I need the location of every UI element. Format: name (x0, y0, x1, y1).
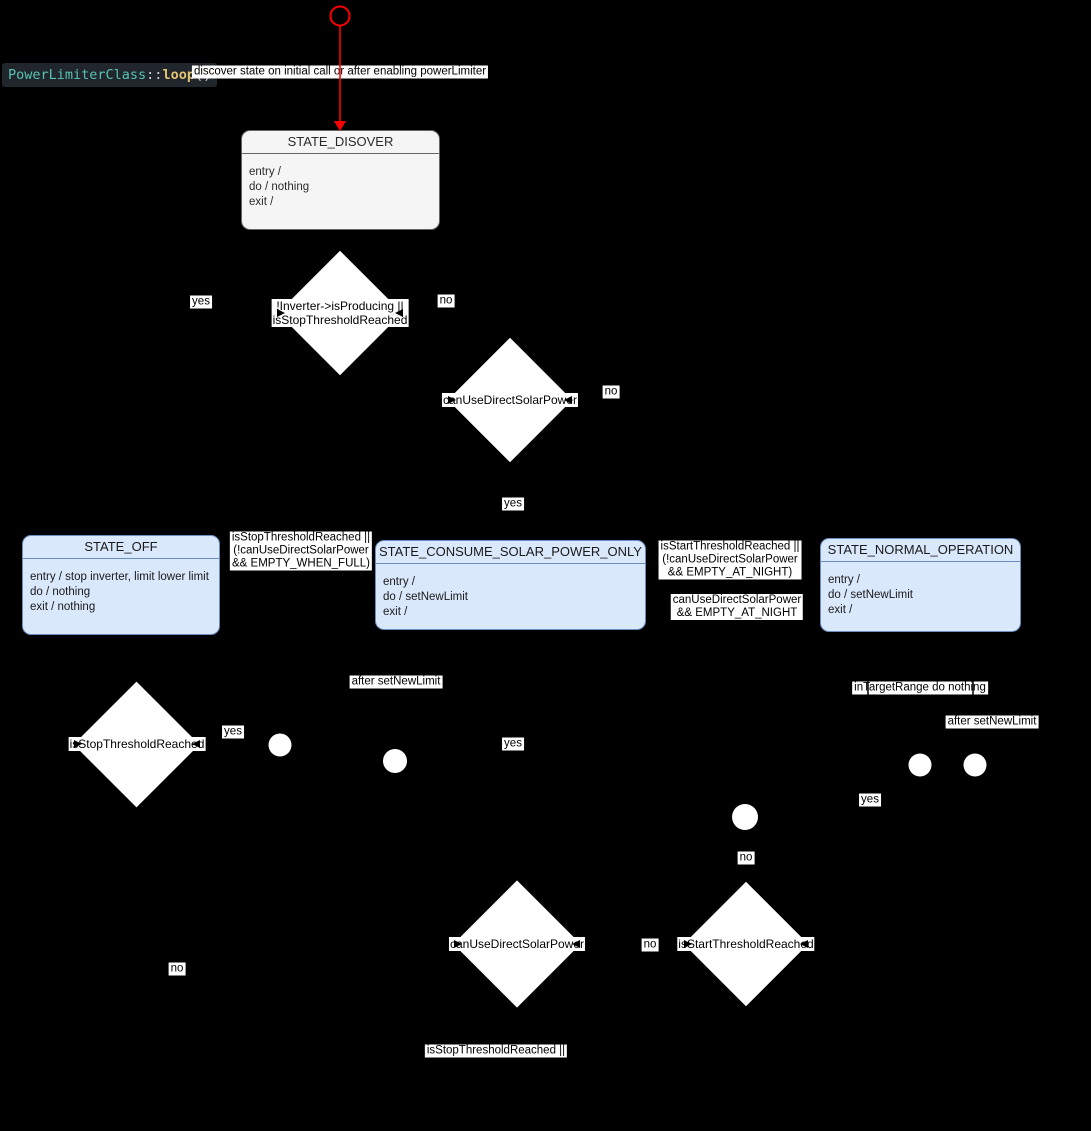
state-exit-line: exit / (249, 196, 274, 208)
code-scope-operator: :: (146, 67, 163, 83)
state-consume-solar-power-only-box: STATE_CONSUME_SOLAR_POWER_ONLY entry / d… (375, 540, 646, 630)
edge-label-yes: yes (502, 497, 524, 511)
state-entry-line: entry / (828, 574, 860, 586)
code-class-name: PowerLimiterClass (8, 67, 147, 83)
guard-label-to-state-off: isStopThresholdReached || (!canUseDirect… (229, 531, 373, 571)
decision-label-inverter-producing: !Inverter->isProducing || isStopThreshol… (271, 299, 409, 327)
state-exit-line: exit / (828, 604, 853, 616)
guard-label-to-normal-operation: isStartThresholdReached || (!canUseDirec… (658, 540, 802, 580)
state-exit-line: exit / (383, 606, 408, 618)
edge-label-yes: yes (859, 793, 881, 807)
state-off-box: STATE_OFF entry / stop inverter, limit l… (22, 535, 220, 635)
state-title: STATE_DISOVER (242, 131, 439, 154)
edge-label-no: no (168, 962, 186, 976)
edge-label-after-set-new-limit-left: after setNewLimit (349, 675, 443, 689)
junction-node (908, 753, 932, 777)
state-do-line: do / setNewLimit (383, 591, 469, 603)
guard-label-to-consume-solar: canUseDirectSolarPower && EMPTY_AT_NIGHT (670, 594, 804, 620)
code-label: PowerLimiterClass::loop() (2, 63, 218, 87)
decision-label-is-start-threshold: isStartThresholdReached (677, 937, 815, 951)
junction-node (963, 753, 987, 777)
state-title: STATE_OFF (23, 536, 219, 559)
state-do-line: do / nothing (30, 586, 91, 598)
decision-label-is-stop-threshold: isStopThresholdReached (68, 737, 206, 751)
state-entry-line: entry / (383, 576, 415, 588)
state-title: STATE_CONSUME_SOLAR_POWER_ONLY (376, 541, 645, 564)
edge-label-yes: yes (222, 725, 244, 739)
junction-node (732, 804, 758, 830)
edge-label-no: no (737, 851, 755, 865)
state-title: STATE_NORMAL_OPERATION (821, 539, 1020, 562)
edge-label-yes: yes (190, 295, 212, 309)
state-do-line: do / nothing (249, 181, 310, 193)
initial-state-icon (329, 5, 351, 27)
state-exit-line: exit / nothing (30, 601, 96, 613)
state-entry-line: entry / stop inverter, limit lower limit (30, 571, 209, 583)
junction-node (268, 733, 292, 757)
decision-label-can-use-direct-solar-top: canUseDirectSolarPower (441, 393, 579, 407)
junction-node (383, 749, 407, 773)
edge-label-no: no (602, 385, 620, 399)
edge-label-in-target-range: inTargetRange do nothing (852, 681, 988, 695)
state-normal-operation-box: STATE_NORMAL_OPERATION entry / do / setN… (820, 538, 1021, 632)
decision-label-can-use-direct-solar-bottom: canUseDirectSolarPower (448, 937, 586, 951)
state-do-line: do / setNewLimit (828, 589, 914, 601)
state-discover-box: STATE_DISOVER entry / do / nothing exit … (241, 130, 440, 230)
edge-label-no: no (641, 938, 659, 952)
code-method-name: loop (162, 67, 195, 83)
edge-label-discover-note: discover state on initial call or after … (191, 65, 489, 79)
edge-label-no: no (437, 294, 455, 308)
state-entry-line: entry / (249, 166, 281, 178)
guard-label-stop-threshold-bottom: isStopThresholdReached || (424, 1044, 568, 1058)
edge-label-yes: yes (502, 737, 524, 751)
edge-label-after-set-new-limit-right: after setNewLimit (945, 715, 1039, 729)
